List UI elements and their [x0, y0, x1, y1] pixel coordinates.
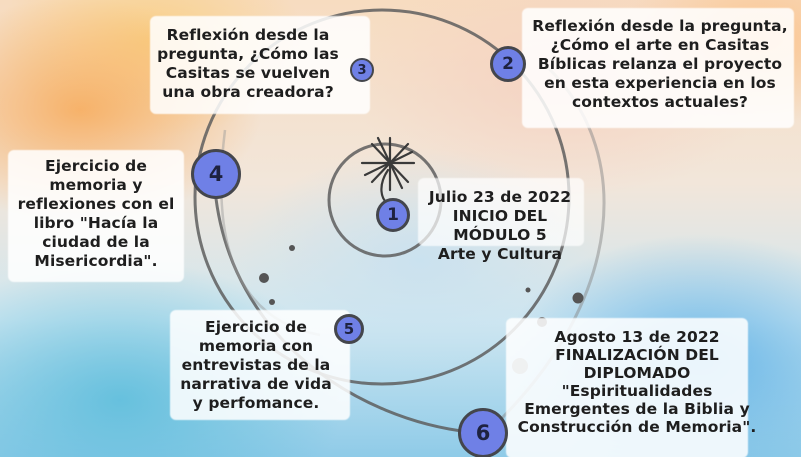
step-2-badge: 2: [490, 46, 526, 82]
dot: [259, 273, 269, 283]
step-5-badge: 5: [334, 314, 364, 344]
step-6-text: Agosto 13 de 2022 FINALIZACIÓN DEL DIPLO…: [517, 328, 757, 436]
step-4-text: Ejercicio de memoria y reflexiones con e…: [17, 157, 175, 270]
text-backdrop: [8, 150, 184, 282]
text-backdrop: [150, 16, 370, 114]
text-backdrop: [170, 310, 350, 420]
step-1-number: 1: [387, 205, 399, 225]
step-3-badge: 3: [350, 58, 374, 82]
step-3-text: Reflexión desde la pregunta, ¿Cómo las C…: [157, 26, 339, 101]
step-5-number: 5: [343, 320, 355, 338]
text-backdrop: [506, 318, 748, 457]
step-5-text: Ejercicio de memoria con entrevistas de …: [180, 318, 332, 412]
step-4-badge: 4: [191, 149, 241, 199]
dot: [269, 299, 275, 305]
text-backdrop: [418, 178, 584, 246]
step-2-number: 2: [502, 54, 514, 74]
step-4-number: 4: [208, 162, 224, 186]
starburst-icon: [360, 136, 416, 207]
step-6-badge: 6: [458, 408, 508, 457]
text-backdrop: [522, 8, 794, 128]
step-6-number: 6: [475, 421, 491, 445]
dot: [289, 245, 295, 251]
step-3-number: 3: [357, 62, 367, 78]
step-1-text: Julio 23 de 2022 INICIO DEL MÓDULO 5 Art…: [428, 188, 572, 263]
step-1-badge: 1: [376, 198, 410, 232]
dot: [525, 287, 531, 293]
step-2-text: Reflexión desde la pregunta, ¿Cómo el ar…: [532, 17, 788, 111]
dot: [572, 292, 584, 304]
